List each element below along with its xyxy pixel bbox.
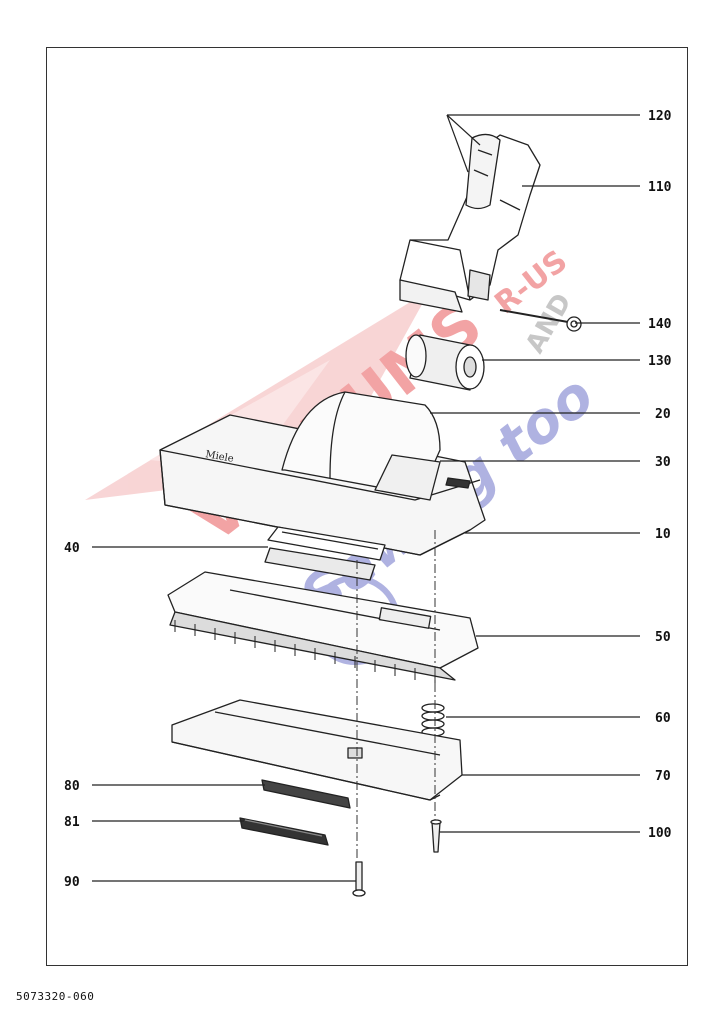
callout-70: 70 bbox=[655, 769, 671, 784]
callout-30: 30 bbox=[655, 455, 671, 470]
spring-part-60 bbox=[421, 703, 445, 737]
callout-100: 100 bbox=[648, 826, 672, 841]
callout-81: 81 bbox=[64, 815, 80, 830]
callout-50: 50 bbox=[655, 630, 671, 645]
callout-40: 40 bbox=[64, 541, 80, 556]
callout-130: 130 bbox=[648, 354, 672, 369]
screw-part-100 bbox=[430, 819, 442, 853]
document-number: 5073320-060 bbox=[16, 990, 95, 1003]
callout-labels: 120 110 140 130 20 30 10 40 50 60 70 80 … bbox=[64, 109, 672, 890]
callout-110: 110 bbox=[648, 180, 672, 195]
callout-10: 10 bbox=[655, 527, 671, 542]
assembly-axis-lines bbox=[356, 530, 436, 860]
callout-60: 60 bbox=[655, 711, 671, 726]
callout-140: 140 bbox=[648, 317, 672, 332]
brush-plate-part-50 bbox=[167, 571, 479, 684]
axle-pin-part-140 bbox=[499, 309, 582, 332]
brand-marking: Miele bbox=[204, 449, 234, 465]
screw-part-90 bbox=[352, 861, 366, 897]
callout-120: 120 bbox=[648, 109, 672, 124]
swivel-neck-part-110 bbox=[399, 133, 541, 313]
brush-strip-part-80 bbox=[261, 779, 351, 809]
brush-strip-part-81 bbox=[239, 817, 329, 846]
diagram-frame bbox=[46, 47, 688, 966]
callout-20: 20 bbox=[655, 407, 671, 422]
cover-part-30 bbox=[374, 454, 471, 501]
callout-90: 90 bbox=[64, 875, 80, 890]
filter-frame-part-40 bbox=[264, 526, 386, 581]
roller-part-130 bbox=[405, 334, 485, 391]
leader-lines bbox=[92, 114, 640, 882]
callout-80: 80 bbox=[64, 779, 80, 794]
